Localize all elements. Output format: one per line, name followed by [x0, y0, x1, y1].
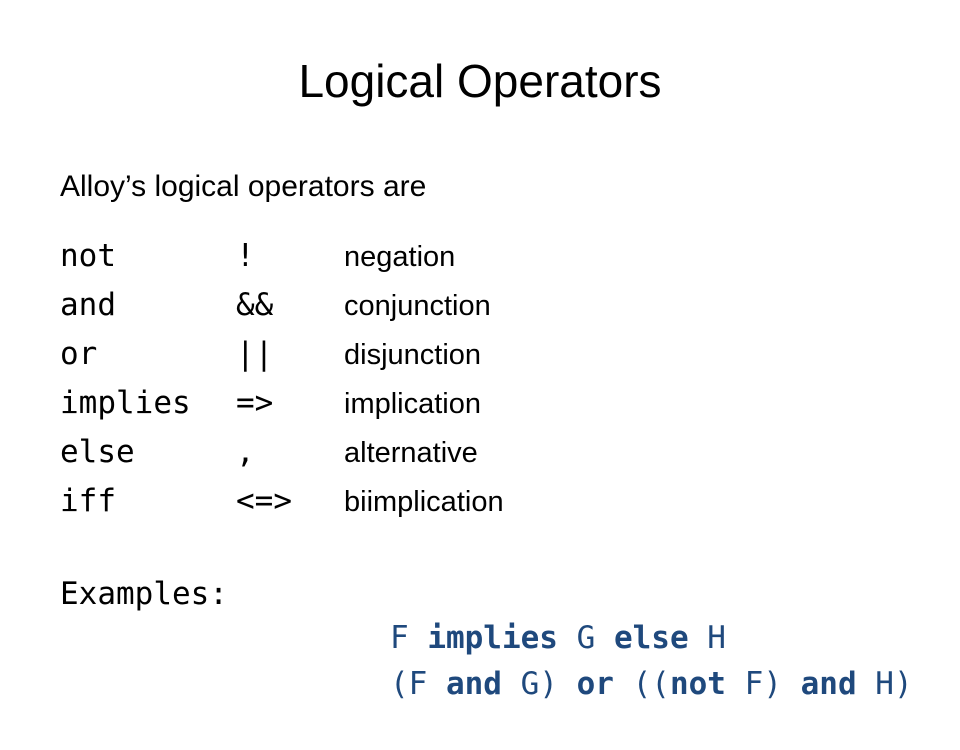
operator-description: alternative [344, 437, 478, 469]
operator-description: biimplication [344, 486, 504, 518]
operator-row-implies: implies => implication [60, 383, 660, 432]
operator-row-or: or || disjunction [60, 334, 660, 383]
operator-symbol: || [236, 336, 274, 372]
operator-keyword: or [60, 336, 98, 372]
operator-row-not: not ! negation [60, 236, 660, 285]
code-keyword: not [669, 666, 726, 702]
operator-keyword: iff [60, 483, 116, 519]
operator-description: negation [344, 241, 456, 273]
operator-row-iff: iff <=> biimplication [60, 481, 660, 530]
code-token: (F [389, 666, 446, 702]
operator-row-and: and && conjunction [60, 285, 660, 334]
code-token: G) [501, 666, 577, 702]
example-line-1: Examples: F implies G else H [60, 572, 726, 656]
example-code-1: F implies G else H [278, 572, 726, 704]
operator-row-else: else , alternative [60, 432, 660, 481]
example-code-2: (F and G) or ((not F) and H) [278, 618, 913, 750]
code-keyword: and [445, 666, 502, 702]
code-keyword: else [613, 620, 689, 656]
operator-description: conjunction [344, 290, 491, 322]
code-keyword: or [576, 666, 614, 702]
slide-title: Logical Operators [298, 55, 662, 107]
operators-table: not ! negation and && conjunction or || … [60, 236, 660, 530]
examples-block: Examples: F implies G else H (F and G) o… [60, 572, 913, 702]
operator-description: disjunction [344, 339, 482, 371]
operator-symbol: ! [236, 238, 255, 274]
operator-keyword: else [60, 434, 135, 470]
code-token: H [688, 620, 726, 656]
code-keyword: and [800, 666, 857, 702]
code-token: H) [856, 666, 913, 702]
example-line-2: (F and G) or ((not F) and H) [60, 618, 913, 702]
intro-text: Alloy’s logical operators are [60, 170, 427, 203]
operator-description: implication [344, 388, 481, 420]
operator-keyword: not [60, 238, 116, 274]
code-token: G [557, 620, 614, 656]
code-token: F [389, 620, 428, 656]
operator-symbol: => [236, 385, 274, 421]
operator-keyword: implies [60, 385, 191, 421]
code-token: F) [725, 666, 801, 702]
code-token: (( [613, 666, 670, 702]
operator-symbol: && [236, 287, 274, 323]
operator-keyword: and [60, 287, 116, 323]
examples-label: Examples: [60, 576, 228, 612]
operator-symbol: <=> [236, 483, 292, 519]
operator-symbol: , [236, 434, 255, 470]
code-keyword: implies [427, 620, 558, 656]
